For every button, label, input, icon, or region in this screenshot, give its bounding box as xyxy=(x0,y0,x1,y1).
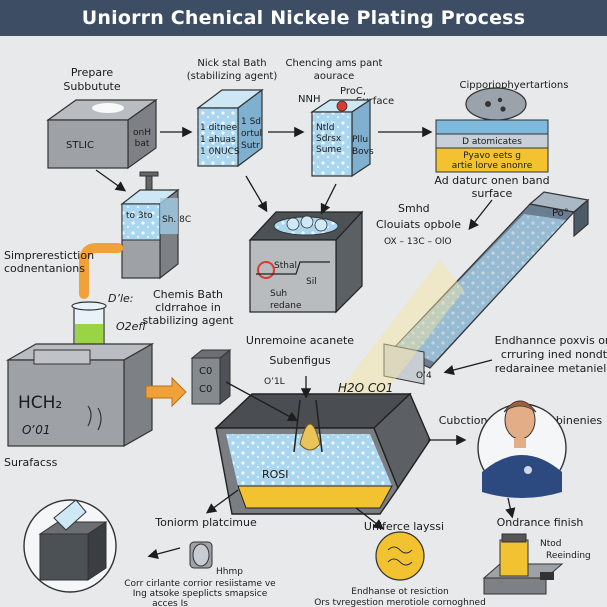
chencing-label-2: aourace xyxy=(314,71,354,82)
nick-bath-label-2: (stabilizing agent) xyxy=(187,71,278,82)
o1-label: Oʼ01 xyxy=(22,423,51,437)
chencing-label-1: Chencing ams pant xyxy=(286,58,383,69)
ntod-label-2: Reeinding xyxy=(546,551,591,561)
tank-a-text-1: 1 ditnee xyxy=(200,123,238,133)
middle-tank-group: Sthal Sil Suh redane xyxy=(248,210,364,314)
smhd-label-2: Clouiats opbole xyxy=(376,218,461,231)
cubctions-label: Cubctions xyxy=(439,414,494,427)
hhmp-label: Hhmp xyxy=(216,567,243,577)
faucet-tank-group: to 3to Sh. 8C xyxy=(120,171,191,280)
o1l-label: Oʼ1L xyxy=(264,377,285,387)
h2o-label: H2O CO1 xyxy=(338,381,393,395)
proc-label: ProC, xyxy=(340,86,366,97)
mid-tank-text-1: Sthal xyxy=(274,261,297,271)
stlic-label: STLIC xyxy=(66,140,94,151)
stlic-block: STLIC onH bat xyxy=(46,98,158,170)
corr-label-1: Corr cirlante corrior resiistame ve xyxy=(124,579,276,589)
conveyor-ramp xyxy=(383,191,590,385)
mid-tank-text-2: Sil xyxy=(306,277,317,287)
tank-a-text-2: 1 ahuas xyxy=(200,135,236,145)
coin-icon xyxy=(189,541,213,569)
dle-label: D’le: xyxy=(108,292,134,305)
endhance-r-label-1: Endhannce poxvis orf xyxy=(495,334,607,347)
po-label: Po° xyxy=(552,208,569,219)
tank-c-text-1: Ntld xyxy=(316,123,334,133)
chemis-label-3: stabilizing agent xyxy=(143,314,235,327)
tank-c-text-4: Pllu xyxy=(352,135,368,145)
layer-panel-group: Cipporiophyertartions D atomicates Pyavo… xyxy=(434,80,568,200)
simpre-label-1: Simprerestiction xyxy=(4,249,94,262)
tank-c-text-2: Sdrsx xyxy=(316,134,342,144)
corr-label-3: acces Is xyxy=(152,599,188,607)
co-b-label: C0 xyxy=(199,384,212,395)
title-bar: Uniorrn Chenical Nickele Plating Process xyxy=(0,0,607,36)
ad-daturc-label-2: surface xyxy=(472,187,513,200)
oefl-label: O2efl xyxy=(116,320,146,333)
ntod-label-1: Ntod xyxy=(540,539,561,549)
page-title: Uniorrn Chenical Nickele Plating Process xyxy=(81,7,526,29)
subenfigus-label: Subenfigus xyxy=(269,354,331,367)
uniferce-label: Uniferce layssi xyxy=(364,520,444,533)
endhanse-b-label-1: Endhanse ot resiction xyxy=(351,587,448,597)
tank-d-text-2: Sh. 8C xyxy=(162,215,191,225)
nnh-label: NNH xyxy=(298,94,320,105)
formula-row: OX – 13C – OlO xyxy=(384,237,452,247)
nick-bath-label-1: Nick stal Bath xyxy=(197,58,266,69)
prepare-group: Prepare Subbutute STLIC onH bat xyxy=(46,66,158,170)
co-a-label: C0 xyxy=(199,366,212,377)
chemis-label-1: Chemis Bath xyxy=(153,288,223,301)
person-icon xyxy=(477,400,567,498)
faucet-icon xyxy=(139,171,159,191)
smhd-label-1: Smhd xyxy=(398,202,430,215)
layer-a-label: D atomicates xyxy=(462,137,522,147)
tank-c-text-3: Sume xyxy=(316,145,342,155)
o4-label: Oʼ4 xyxy=(416,371,432,381)
tank-a-text-3: 1 0NUCS xyxy=(200,147,240,157)
tank-b-text-2: ortul xyxy=(241,129,262,139)
surface-label-top: Surface xyxy=(356,96,394,107)
prepare-label-2: Subbutute xyxy=(63,80,120,93)
unremoine-label: Unremoine acanete xyxy=(246,334,354,347)
tank-icon: 1 ditnee 1 ahuas 1 0NUCS 1 Sd ortul Sutr xyxy=(196,88,264,168)
ondrance-label: Ondrance finish xyxy=(497,516,584,529)
tank-b-text-3: Sutr xyxy=(241,141,260,151)
tank-b-text-1: 1 Sd xyxy=(241,117,261,127)
corr-label-2: Ing atsoke speplicts smapsice xyxy=(133,589,268,599)
hch2-block: HCH₂ Oʼ01 xyxy=(5,342,155,448)
co-box: C0 C0 xyxy=(190,348,232,406)
layer-b-label-2: artie lorve anonre xyxy=(452,161,533,171)
surfacss-label: Surafacss xyxy=(4,456,58,469)
simpre-label-2: codnentanions xyxy=(4,262,85,275)
endhance-r-label-3: redarainee metanieln xyxy=(495,362,607,375)
endhanse-b-label-2: Ors tvregestion merotiole cornoghned xyxy=(314,598,486,607)
disc-icon xyxy=(375,531,425,581)
light-beam xyxy=(316,260,464,436)
tank-c-text-5: Bovs xyxy=(352,147,374,157)
chemis-label-2: cldrrahoe in xyxy=(155,301,221,314)
ad-daturc-label-1: Ad daturc onen band xyxy=(434,174,549,187)
wrench-icon xyxy=(23,499,117,593)
nickel-bath-group: Nick stal Bath (stabilizing agent) 1 dit… xyxy=(187,58,278,168)
cipporio-label: Cipporiophyertartions xyxy=(460,80,569,91)
tank-d-text-1: to 3to xyxy=(126,211,153,221)
flow-arrows xyxy=(95,126,516,560)
onh-label: onH xyxy=(133,128,151,138)
hch2-label: HCH₂ xyxy=(18,393,62,413)
rosi-label: ROSI xyxy=(262,468,289,481)
tonirom-label: Toniorm platcimue xyxy=(154,516,257,529)
orange-arrow xyxy=(145,376,187,408)
chencing-group: Chencing ams pant aourace NNH ProC, Surf… xyxy=(286,58,394,178)
feed-pipe xyxy=(79,243,123,299)
main-tank-group: ROSI xyxy=(214,392,431,515)
prepare-label-1: Prepare xyxy=(71,66,113,79)
mid-tank-text-4: redane xyxy=(270,301,302,311)
bat-label: bat xyxy=(135,139,150,149)
jar-icon xyxy=(482,533,564,595)
endhance-r-label-2: crruring ined nondt xyxy=(501,348,607,361)
layer-b-label-1: Pyavo eets g xyxy=(463,151,521,161)
mid-tank-text-3: Suh xyxy=(270,289,287,299)
